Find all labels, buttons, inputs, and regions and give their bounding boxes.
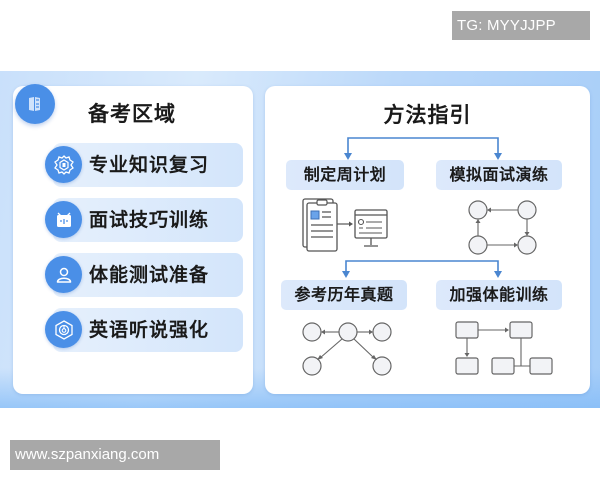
branch-arrow-bottom-icon [342,260,502,278]
zone-item-label: 专业知识复习 [89,154,210,176]
zone-item-label: 英语听说强化 [89,319,210,341]
zone-item-label: 面试技巧训练 [89,209,210,231]
hexagon-gear-icon [45,146,82,183]
watermark-bottom: www.szpanxiang.com [10,440,220,470]
method-guide-title: 方法指引 [383,103,472,127]
method-fitness-training[interactable]: 加强体能训练 [436,280,562,310]
book-map-icon [15,84,55,124]
hexagon-target-icon [45,311,82,348]
prep-zone-title: 备考区域 [88,102,176,126]
branching-nodes-diagram-icon [302,322,392,376]
zone-item-english-speaking[interactable]: 英语听说强化 [45,308,243,352]
clipboard-to-monitor-icon [302,198,388,252]
zone-item-fitness-test[interactable]: 体能测试准备 [45,253,243,297]
method-weekly-plan[interactable]: 制定周计划 [286,160,404,190]
zone-item-professional-knowledge[interactable]: 专业知识复习 [45,143,243,187]
method-guide-panel: 方法指引 制定周计划 模拟面试演练 参考历年 [265,86,590,394]
zone-item-interview-skills[interactable]: 面试技巧训练 [45,198,243,242]
method-mock-interview[interactable]: 模拟面试演练 [436,160,562,190]
branch-arrow-top-icon [344,137,502,160]
box-flowchart-icon [455,321,553,375]
user-icon [45,256,82,293]
circular-flow-diagram-icon [468,200,537,255]
method-past-exams[interactable]: 参考历年真题 [281,280,407,310]
inbox-tray-icon [45,201,82,238]
prep-zone-panel: 备考区域 专业知识复习 面试技巧训练 体能测试准备 [13,86,253,394]
zone-item-label: 体能测试准备 [89,264,210,286]
watermark-top: TG: MYYJJPP [452,11,590,40]
